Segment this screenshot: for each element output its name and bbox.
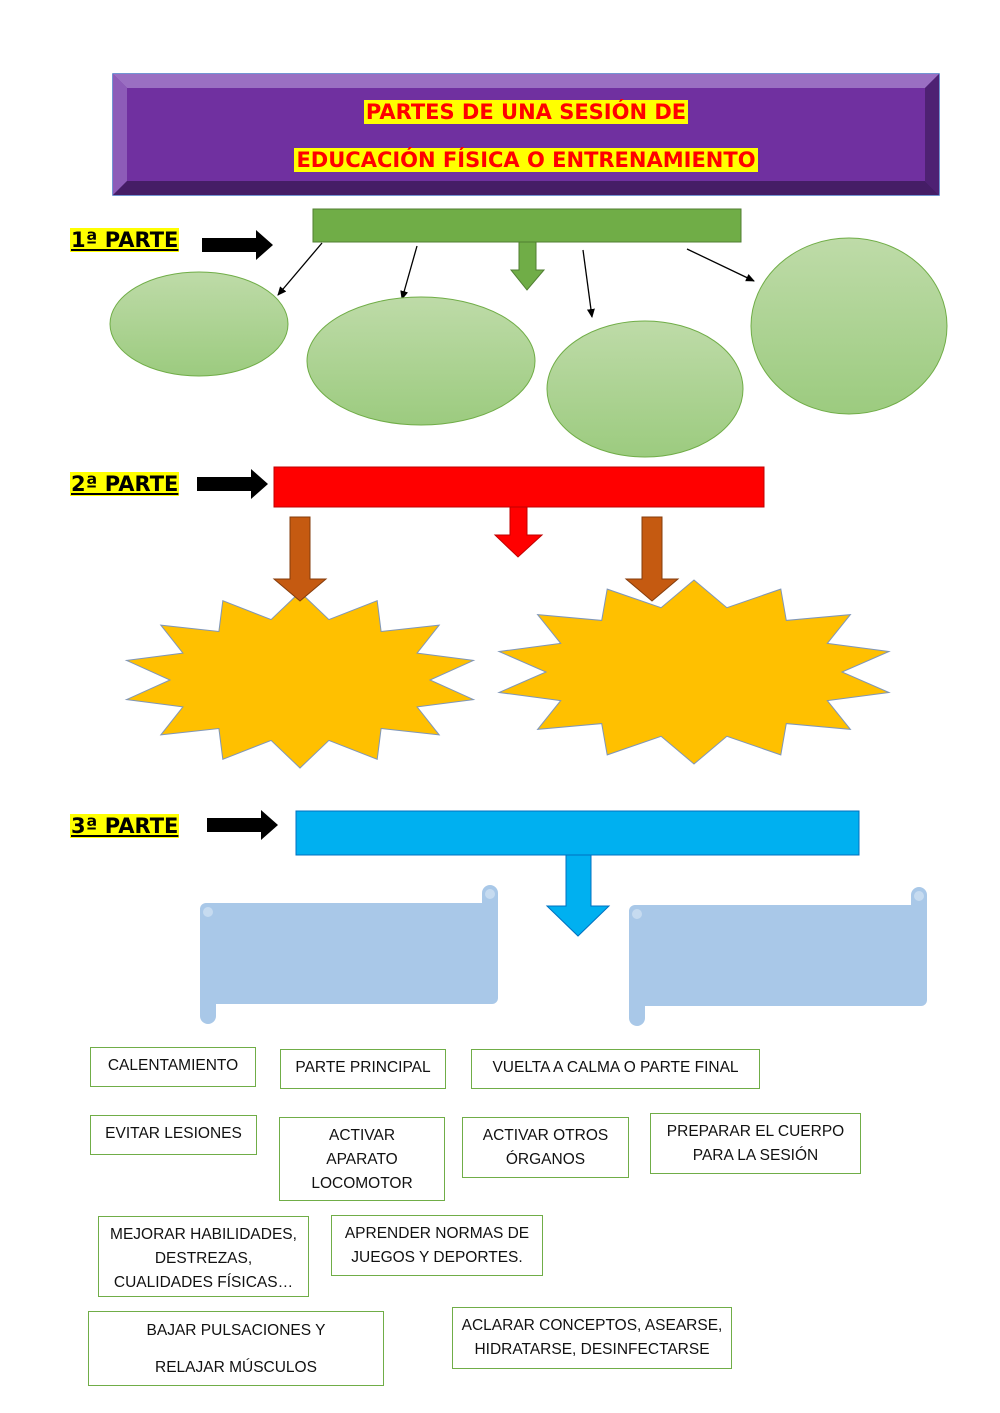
part-1-pointer-arrow	[202, 230, 273, 260]
word-box-calentamiento[interactable]: CALENTAMIENTO	[90, 1047, 256, 1087]
answer-scroll-2[interactable]	[629, 887, 927, 1026]
word-box-aclarar-conceptos[interactable]: ACLARAR CONCEPTOS, ASEARSE, HIDRATARSE, …	[452, 1307, 732, 1369]
connector-line	[277, 242, 323, 296]
word-box-vuelta-a-calma[interactable]: VUELTA A CALMA O PARTE FINAL	[471, 1049, 760, 1089]
title-text-1: PARTES DE UNA SESIÓN DE	[363, 100, 689, 124]
part-1-down-arrow	[509, 241, 546, 291]
part-1-label: 1ª PARTE	[70, 228, 180, 252]
title-line-2: EDUCACIÓN FÍSICA O ENTRENAMIENTO	[115, 147, 937, 173]
title-text-2: EDUCACIÓN FÍSICA O ENTRENAMIENTO	[294, 148, 758, 172]
title-banner	[112, 73, 940, 196]
answer-ellipse-1[interactable]	[109, 271, 289, 377]
answer-ellipse-4[interactable]	[750, 237, 948, 415]
answer-ellipse-3[interactable]	[546, 320, 744, 458]
word-box-evitar-lesiones[interactable]: EVITAR LESIONES	[90, 1115, 257, 1155]
part-3-pointer-arrow	[207, 810, 278, 840]
word-box-aprender-normas[interactable]: APRENDER NORMAS DE JUEGOS Y DEPORTES.	[331, 1215, 543, 1276]
part-2-header-box[interactable]	[273, 466, 765, 508]
part-2-brown-arrow-right	[624, 516, 680, 602]
answer-starburst-2[interactable]	[497, 579, 891, 765]
part-3-label: 3ª PARTE	[70, 814, 180, 838]
title-line-1: PARTES DE UNA SESIÓN DE	[115, 99, 937, 125]
word-box-parte-principal[interactable]: PARTE PRINCIPAL	[280, 1049, 446, 1089]
connector-line	[400, 245, 418, 300]
connector-line	[686, 248, 755, 282]
word-box-mejorar-habilidades[interactable]: MEJORAR HABILIDADES, DESTREZAS, CUALIDAD…	[98, 1216, 309, 1297]
part-2-label: 2ª PARTE	[70, 472, 180, 496]
word-box-preparar-el-cuerpo[interactable]: PREPARAR EL CUERPO PARA LA SESIÓN	[650, 1113, 861, 1174]
word-box-activar-aparato-locomotor[interactable]: ACTIVAR APARATO LOCOMOTOR	[279, 1117, 445, 1201]
answer-starburst-1[interactable]	[124, 591, 476, 769]
word-box-activar-otros-organos[interactable]: ACTIVAR OTROS ÓRGANOS	[462, 1117, 629, 1178]
connector-line	[582, 249, 595, 318]
answer-scroll-1[interactable]	[200, 885, 498, 1024]
answer-ellipse-2[interactable]	[306, 296, 536, 426]
part-2-brown-arrow-left	[272, 516, 328, 602]
part-2-down-arrow	[493, 506, 544, 558]
word-box-bajar-pulsaciones[interactable]: BAJAR PULSACIONES Y RELAJAR MÚSCULOS	[88, 1311, 384, 1386]
part-2-pointer-arrow	[197, 469, 268, 499]
part-3-header-box[interactable]	[295, 810, 860, 856]
part-1-header-box[interactable]	[312, 208, 742, 243]
part-3-down-arrow	[545, 854, 611, 937]
